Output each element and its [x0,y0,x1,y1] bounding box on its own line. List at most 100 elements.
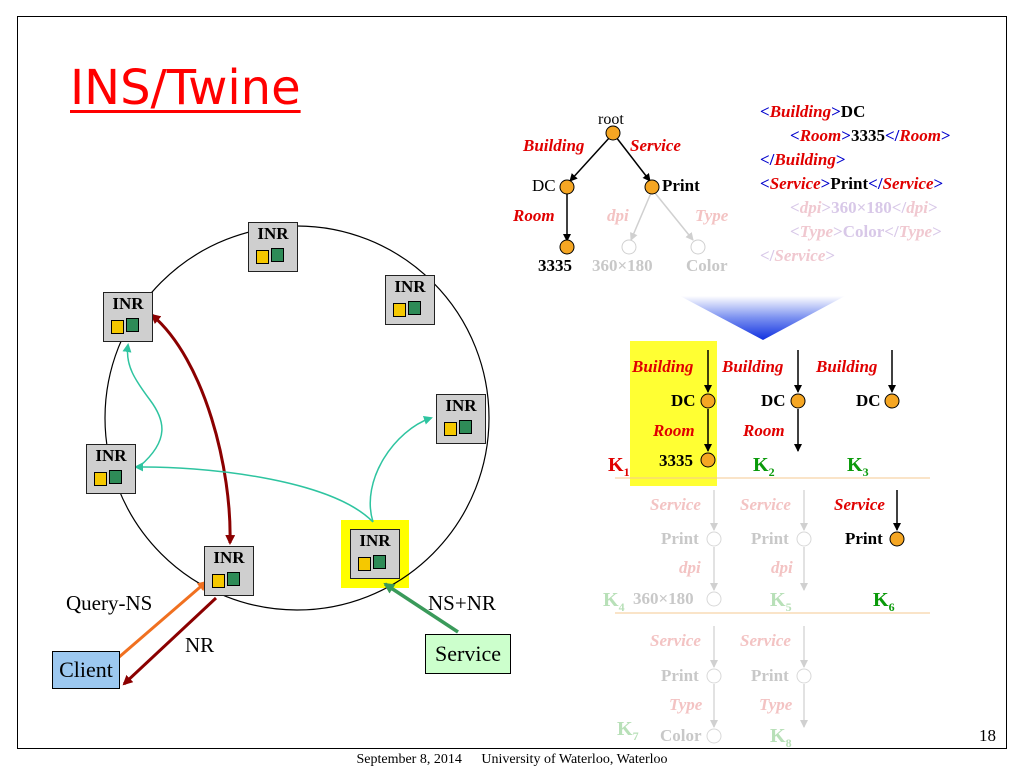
xml-close: </ [884,126,900,145]
green-cube-icon [271,248,284,262]
inr-label: INR [359,531,391,550]
k3-building: Building [816,357,878,376]
k4-label: K4 [603,589,625,614]
green-cube-icon [126,318,139,332]
k1-building: Building [632,357,694,376]
xml-gt: > [841,126,851,145]
k4-dpi-value: 360×180 [633,589,694,608]
k7-type: Type [669,695,703,714]
xml-lt: < [790,198,800,217]
slide-frame [17,16,1007,749]
tree-room-value: 3335 [538,256,572,275]
xml-close: </ [760,150,775,169]
inr-node-bottom[interactable]: INR [204,546,254,596]
xml-dpi: dpi [799,198,822,217]
xml-dpi: dpi [906,198,928,217]
k5-label: K5 [770,589,792,614]
inr-node-right[interactable]: INR [436,394,486,444]
green-cube-icon [227,572,240,586]
xml-line: </Service> [760,244,951,268]
xml-gt: > [835,150,846,169]
xml-room-value: 3335 [850,126,885,145]
inr-label: INR [257,224,289,243]
xml-close: </ [760,246,775,265]
k7-service: Service [650,631,701,650]
transform-arrow [680,296,845,340]
inr-node-top-left[interactable]: INR [103,292,153,342]
xml-gt: > [820,174,831,193]
nr-reply-arrow [122,596,218,686]
k1-room: Room [653,421,695,440]
service-box[interactable]: Service [425,634,511,674]
k5-print: Print [751,529,789,548]
xml-lt: < [790,126,800,145]
k2-room: Room [743,421,785,440]
inr-label: INR [445,396,477,415]
k1-dc: DC [671,391,696,410]
xml-type: Type [799,222,834,241]
slide-title: INS/Twine [70,60,301,116]
yellow-cube-icon [358,557,371,571]
strands [615,350,930,744]
xml-service: Service [774,246,826,265]
green-cube-icon [109,470,122,484]
xml-print: Print [830,174,869,193]
inr-label: INR [213,548,245,567]
xml-line: <Type>Color</Type> [760,220,951,244]
k8-label: K8 [770,725,792,750]
k7-print: Print [661,666,699,685]
inr-node-left[interactable]: INR [86,444,136,494]
inr-node-top[interactable]: INR [248,222,298,272]
k8-type: Type [759,695,793,714]
xml-close: </ [891,198,907,217]
green-cube-icon [408,301,421,315]
xml-gt: > [940,126,951,145]
ns-nr-label: NS+NR [428,591,496,615]
tree-root-label: root [598,111,624,128]
xml-gt: > [927,198,938,217]
inr-node-top-right[interactable]: INR [385,275,435,325]
k1-room-value: 3335 [659,451,693,470]
k4-dpi: dpi [679,558,701,577]
xml-dpi-value: 360×180 [831,198,892,217]
xml-line: <Service>Print</Service> [760,172,951,196]
green-cube-icon [373,555,386,569]
k5-service: Service [740,495,791,514]
yellow-cube-icon [256,250,269,264]
tree-dpi-label: dpi [607,206,629,225]
nr-label: NR [185,633,215,657]
inr-node-service-entry[interactable]: INR [350,529,400,579]
ns-nr-arrow [383,582,459,634]
green-cube-icon [459,420,472,434]
tree-service-label: Service [630,136,681,155]
k4-service: Service [650,495,701,514]
xml-line: <dpi>360×180</dpi> [760,196,951,220]
xml-close: </ [884,222,899,241]
k2-dc: DC [761,391,786,410]
ns-forward-arrow-1 [369,415,433,523]
xml-room: Room [799,126,842,145]
xml-line: <Building>DC [760,100,951,124]
tree-room-label: Room [513,206,555,225]
nr-route-arrow [150,313,236,545]
ns-forward-arrow-2 [134,462,374,523]
inr-label: INR [95,446,127,465]
xml-gt: > [833,222,843,241]
xml-close: </ [868,174,883,193]
xml-gt: > [831,102,841,121]
client-box[interactable]: Client [52,651,120,689]
xml-dc: DC [840,102,866,121]
yellow-cube-icon [444,422,457,436]
xml-line: </Building> [760,148,951,172]
xml-gt: > [933,174,944,193]
footer-institution: University of Waterloo, Waterloo [481,752,668,767]
k7-label: K7 [617,718,639,743]
xml-type-value: Color [842,222,885,241]
tree-type-value: Color [686,256,728,275]
tree-dc-label: DC [532,176,556,195]
tree-building-label: Building [523,136,585,155]
k6-print: Print [845,529,883,548]
xml-gt: > [825,246,836,265]
name-tree [559,125,706,255]
k4-print: Print [661,529,699,548]
